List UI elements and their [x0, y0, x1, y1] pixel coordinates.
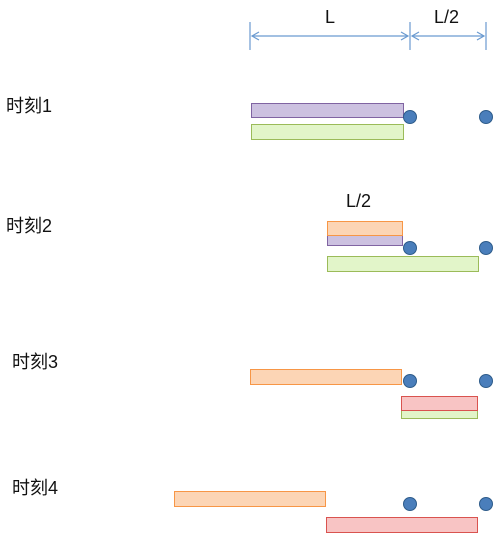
orange-rod: [174, 491, 326, 507]
dot-left: [403, 241, 417, 255]
purple-rod: [251, 103, 404, 118]
moment-2-label: 时刻2: [6, 216, 53, 236]
dot-left: [403, 374, 417, 388]
rod-label-L-half: L/2: [346, 191, 372, 211]
moment-4-label: 时刻4: [12, 478, 59, 498]
moment-1-label: 时刻1: [6, 96, 53, 116]
dimension-lines: [249, 22, 487, 50]
dot-right: [479, 497, 493, 511]
red-rod: [401, 396, 478, 411]
orange-rod: [327, 221, 403, 236]
dot-right: [479, 374, 493, 388]
green-rod: [327, 256, 479, 272]
dimension-label-L-half: L/2: [434, 7, 460, 27]
red-rod: [326, 517, 478, 533]
dot-left: [403, 497, 417, 511]
dot-left: [403, 110, 417, 124]
moment-3-label: 时刻3: [12, 352, 59, 372]
green-rod: [251, 124, 404, 140]
orange-rod: [250, 369, 402, 385]
dimension-label-L: L: [325, 7, 336, 27]
dot-right: [479, 110, 493, 124]
dot-right: [479, 241, 493, 255]
dimension-L: [249, 22, 487, 50]
